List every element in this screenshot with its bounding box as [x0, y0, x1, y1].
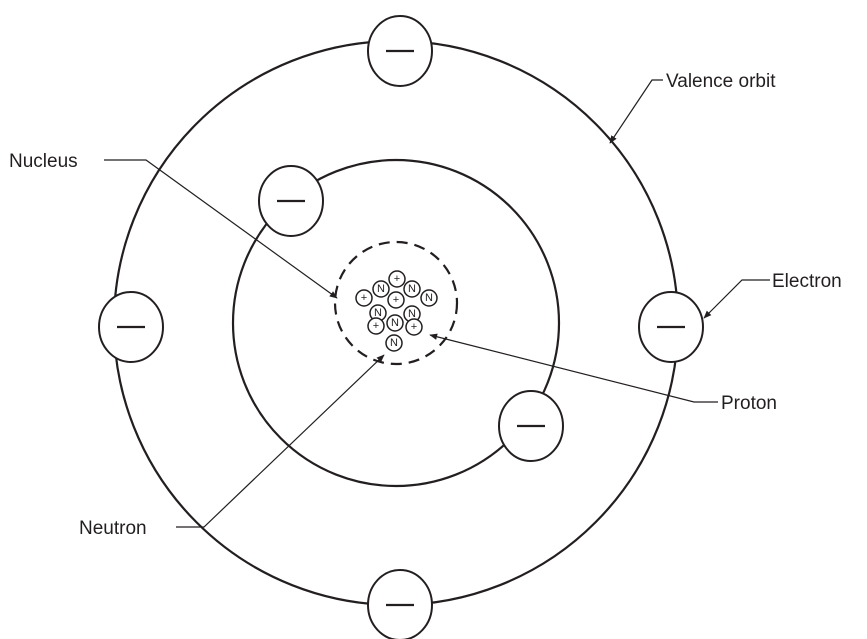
proton: + — [388, 292, 404, 308]
svg-text:N: N — [374, 307, 382, 319]
electron — [368, 16, 432, 86]
svg-text:N: N — [408, 308, 416, 320]
svg-text:N: N — [425, 292, 433, 304]
proton: + — [389, 271, 405, 287]
neutron: N — [404, 281, 420, 297]
valence-orbit-leader — [610, 80, 663, 143]
svg-text:+: + — [361, 292, 367, 304]
valence-orbit-label: Valence orbit — [666, 71, 776, 92]
electron — [99, 292, 163, 362]
neutron-leader — [176, 355, 384, 527]
svg-text:N: N — [390, 337, 398, 349]
neutron: N — [387, 315, 403, 331]
nucleus-label: Nucleus — [9, 151, 78, 172]
nucleus: N + N + + N N N — [356, 271, 437, 351]
neutron: N — [373, 281, 389, 297]
neutron-label: Neutron — [79, 518, 147, 539]
proton: + — [368, 318, 384, 334]
electron — [368, 570, 432, 639]
electron-label: Electron — [772, 271, 842, 292]
svg-text:N: N — [377, 283, 385, 295]
svg-text:+: + — [394, 273, 400, 285]
svg-text:+: + — [411, 321, 417, 333]
neutron: N — [421, 290, 437, 306]
svg-text:N: N — [391, 317, 399, 329]
electron — [639, 292, 703, 362]
electron-leader — [704, 280, 770, 318]
neutron: N — [386, 335, 402, 351]
svg-text:N: N — [408, 283, 416, 295]
proton-label: Proton — [721, 393, 777, 414]
svg-text:+: + — [393, 294, 399, 306]
svg-text:+: + — [373, 320, 379, 332]
electron — [499, 391, 563, 461]
electron — [259, 166, 323, 236]
proton: + — [356, 290, 372, 306]
proton: + — [406, 319, 422, 335]
